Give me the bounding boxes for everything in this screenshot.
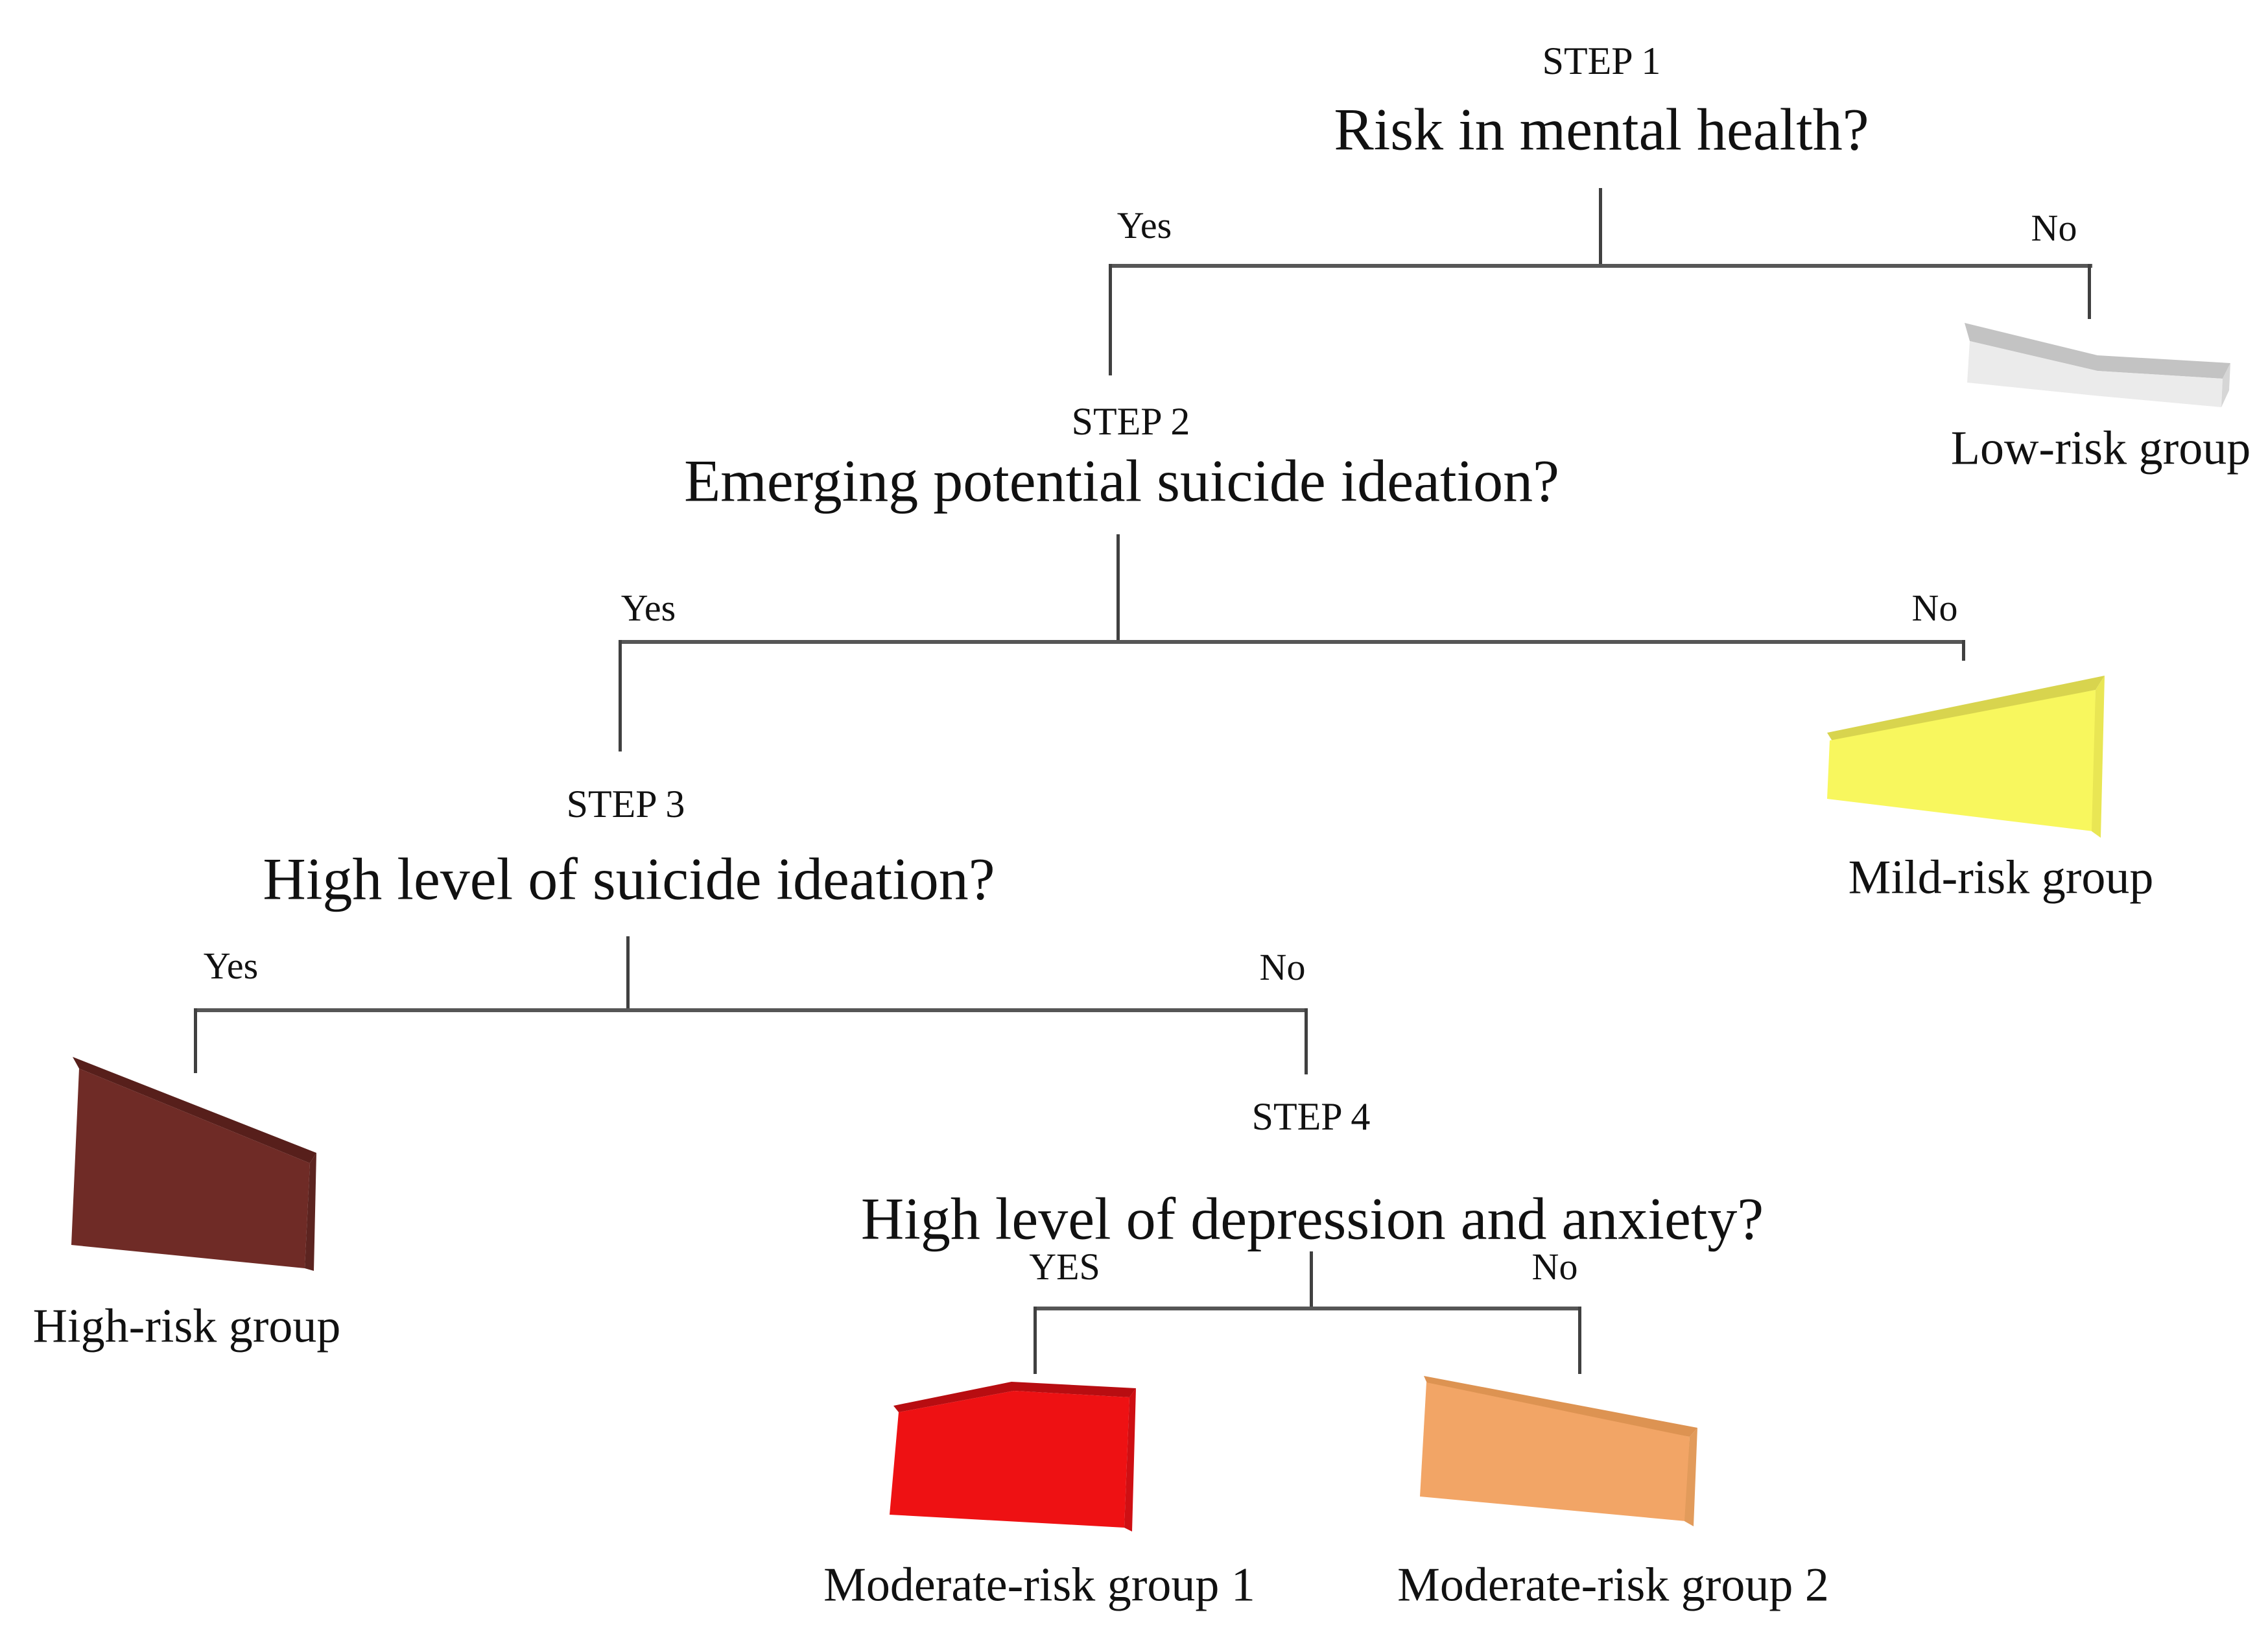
step3-question: High level of suicide ideation? [263,846,995,912]
step4-no-label: No [1531,1246,1578,1288]
moderate-risk-2-shape [1420,1376,1697,1526]
high-risk-front-face [71,1069,310,1268]
low-risk-side-face [2221,363,2230,407]
step2-no-label: No [1911,587,1958,630]
low-risk-top-face [1965,323,2230,379]
step2-label: STEP 2 [1071,400,1190,443]
step1-yes-label: Yes [1116,204,1172,247]
mild-risk-top-face [1827,676,2105,743]
step2-yes-label: Yes [620,587,676,630]
high-risk-group-label: High-risk group [32,1299,341,1353]
step4-label: STEP 4 [1251,1095,1371,1138]
step2-question: Emerging potential suicide ideation? [684,447,1559,514]
step1-branch-line [1110,264,2092,268]
mild-risk-front-face [1827,690,2096,831]
step1-label: STEP 1 [1542,40,1661,82]
moderate-risk-1-top-face [893,1382,1136,1412]
step4-yes-leg-line [1034,1307,1037,1374]
mild-risk-shape [1827,676,2105,838]
step4-yes-label: YES [1029,1246,1100,1288]
step1-stem-line [1599,188,1602,267]
low-risk-front-face [1967,341,2223,407]
moderate-risk-1-shape [890,1382,1136,1532]
moderate-risk-group-2-label: Moderate-risk group 2 [1397,1558,1829,1612]
high-risk-side-face [305,1153,316,1271]
step3-no-label: No [1259,946,1306,989]
moderate-risk-1-front-face [890,1391,1129,1528]
step3-label: STEP 3 [566,783,685,825]
step3-stem-line [626,936,630,1012]
step1-question: Risk in mental health? [1334,96,1869,163]
step3-yes-leg-line [194,1008,197,1073]
step2-yes-leg-line [619,640,622,751]
mild-risk-group-label: Mild-risk group [1848,851,2154,905]
moderate-risk-2-top-face [1424,1376,1697,1437]
mild-risk-side-face [2092,676,2105,838]
step2-branch-line [620,640,1965,644]
moderate-risk-2-side-face [1684,1428,1697,1526]
low-risk-shape [1965,323,2230,407]
step4-no-leg-line [1578,1307,1581,1374]
step3-branch-line [195,1008,1307,1012]
step2-stem-line [1116,534,1120,643]
step3-yes-label: Yes [203,945,259,988]
step1-no-label: No [2031,207,2077,250]
moderate-risk-1-side-face [1124,1388,1136,1532]
step4-branch-line [1035,1307,1581,1310]
step1-no-leg-line [2088,264,2091,319]
moderate-risk-2-front-face [1420,1382,1690,1521]
step3-no-leg-line [1305,1008,1308,1074]
step4-stem-line [1310,1251,1313,1310]
step2-no-leg-line [1962,640,1965,661]
moderate-risk-group-1-label: Moderate-risk group 1 [823,1558,1255,1612]
low-risk-group-label: Low-risk group [1950,421,2251,475]
step4-question: High level of depression and anxiety? [860,1185,1764,1252]
high-risk-shape [71,1057,316,1271]
step1-yes-leg-line [1109,264,1112,375]
